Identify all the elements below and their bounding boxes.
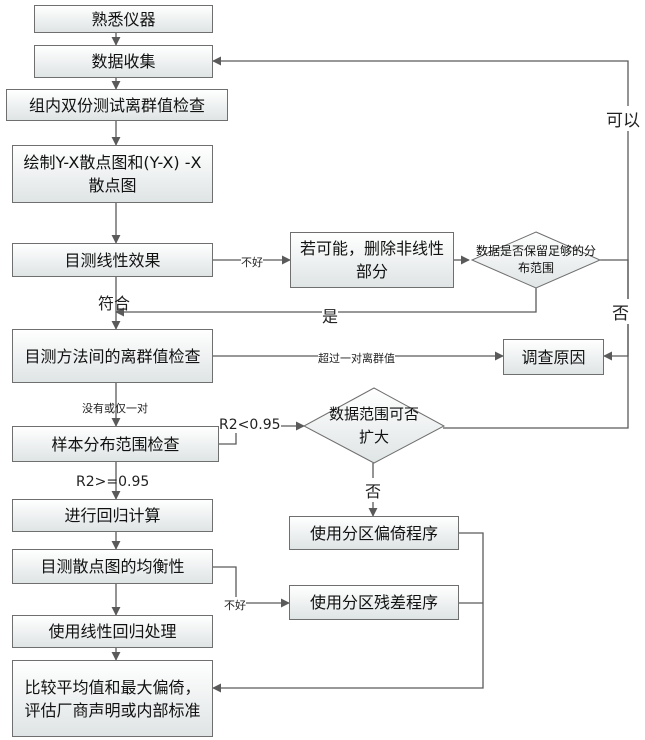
arrow-11-15 — [212, 532, 484, 693]
decision-range-expand-text: 数据范围可否扩大 — [328, 405, 419, 446]
step-familiarize-instrument: 熟悉仪器 — [34, 5, 213, 33]
label-ok: 可以 — [606, 106, 640, 131]
arrow-d2-ok — [212, 56, 629, 429]
label-over-one-pair: 超过一对离群值 — [318, 350, 395, 366]
decision-data-range — [470, 231, 602, 289]
label-r2-lt: R2<0.95 — [219, 417, 281, 433]
step-compare-bias: 比较平均值和最大偏倚，评估厂商声明或内部标准 — [12, 660, 213, 737]
step-draw-scatter-plots: 绘制Y-X散点图和(Y-X) -X散点图 — [12, 145, 213, 203]
step-duplicate-outlier-check: 组内双份测试离群值检查 — [6, 89, 228, 121]
step-partitioned-residual: 使用分区残差程序 — [289, 585, 459, 620]
label-none-or-one: 没有或仅一对 — [82, 402, 148, 415]
label-yes: 是 — [322, 303, 339, 327]
step-regression-calculation: 进行回归计算 — [12, 499, 213, 532]
decision-data-range-text: 数据是否保留足够的分布范围 — [475, 244, 596, 275]
decision-range-expand — [302, 387, 446, 464]
step-visual-linearity: 目测线性效果 — [12, 243, 213, 277]
label-fit: 符合 — [98, 294, 131, 313]
arrow-12-13 — [213, 566, 290, 608]
label-bad-1: 不好 — [241, 254, 263, 270]
step-visual-balance: 目测散点图的均衡性 — [12, 549, 213, 584]
label-no-1: 否 — [612, 299, 629, 324]
step-investigate-cause: 调查原因 — [503, 339, 604, 375]
step-data-collection: 数据收集 — [34, 45, 213, 78]
label-r2-ge: R2>=0.95 — [76, 474, 150, 490]
label-bad-2: 不好 — [224, 597, 246, 613]
step-partitioned-bias: 使用分区偏倚程序 — [289, 516, 459, 550]
arrow-d1-yes — [115, 287, 537, 317]
step-sample-range-check: 样本分布范围检查 — [12, 426, 219, 462]
label-no-2: 否 — [365, 478, 382, 502]
step-linear-regression: 使用线性回归处理 — [12, 615, 213, 648]
step-method-outlier-check: 目测方法间的离群值检查 — [12, 329, 213, 383]
step-remove-nonlinear: 若可能，删除非线性部分 — [290, 232, 454, 288]
